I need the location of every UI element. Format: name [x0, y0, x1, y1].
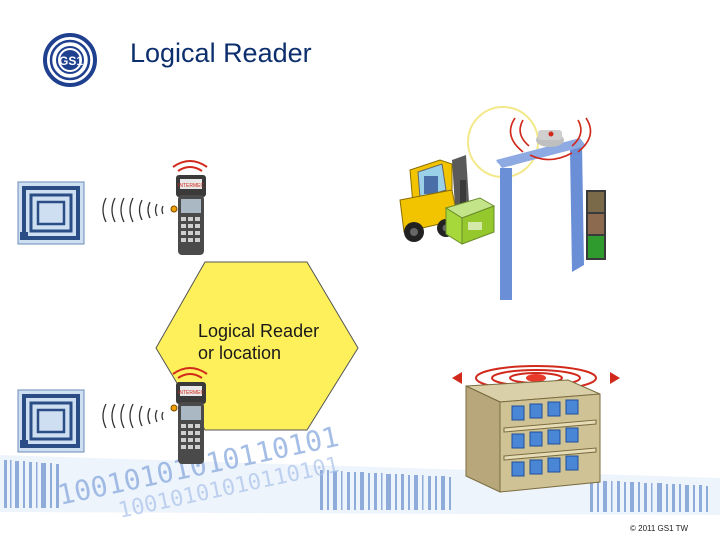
hexagon-label-line-2: or location [198, 343, 282, 363]
logical-reader-hexagon [155, 261, 359, 431]
handheld-reader-icon: INTERMEC [170, 160, 208, 255]
signal-waves-icon [102, 403, 164, 429]
logo-text: GS1 [59, 54, 83, 68]
reader-brand: INTERMEC [178, 390, 205, 396]
hexagon-label-line-1: Logical Reader [198, 321, 320, 341]
rfid-portal-icon [467, 106, 592, 300]
gs1-logo-icon: GS1 [43, 33, 97, 87]
hexagon-label: Logical Reader or location [198, 320, 319, 364]
signal-waves-icon [102, 197, 164, 223]
smart-shelf-icon [452, 365, 620, 493]
rfid-tag-icon [17, 389, 85, 453]
rfid-tag-icon [17, 181, 85, 245]
forklift-icon [399, 155, 496, 245]
traffic-light-icon [586, 190, 606, 260]
reader-brand: INTERMEC [178, 183, 205, 189]
handheld-reader-icon: INTERMEC [170, 367, 208, 464]
copyright-text: © 2011 GS1 TW [630, 524, 689, 533]
slide-title: Logical Reader [130, 38, 312, 68]
barcode-band-icon: 10010101010110101 10010101010110101 [0, 420, 720, 524]
